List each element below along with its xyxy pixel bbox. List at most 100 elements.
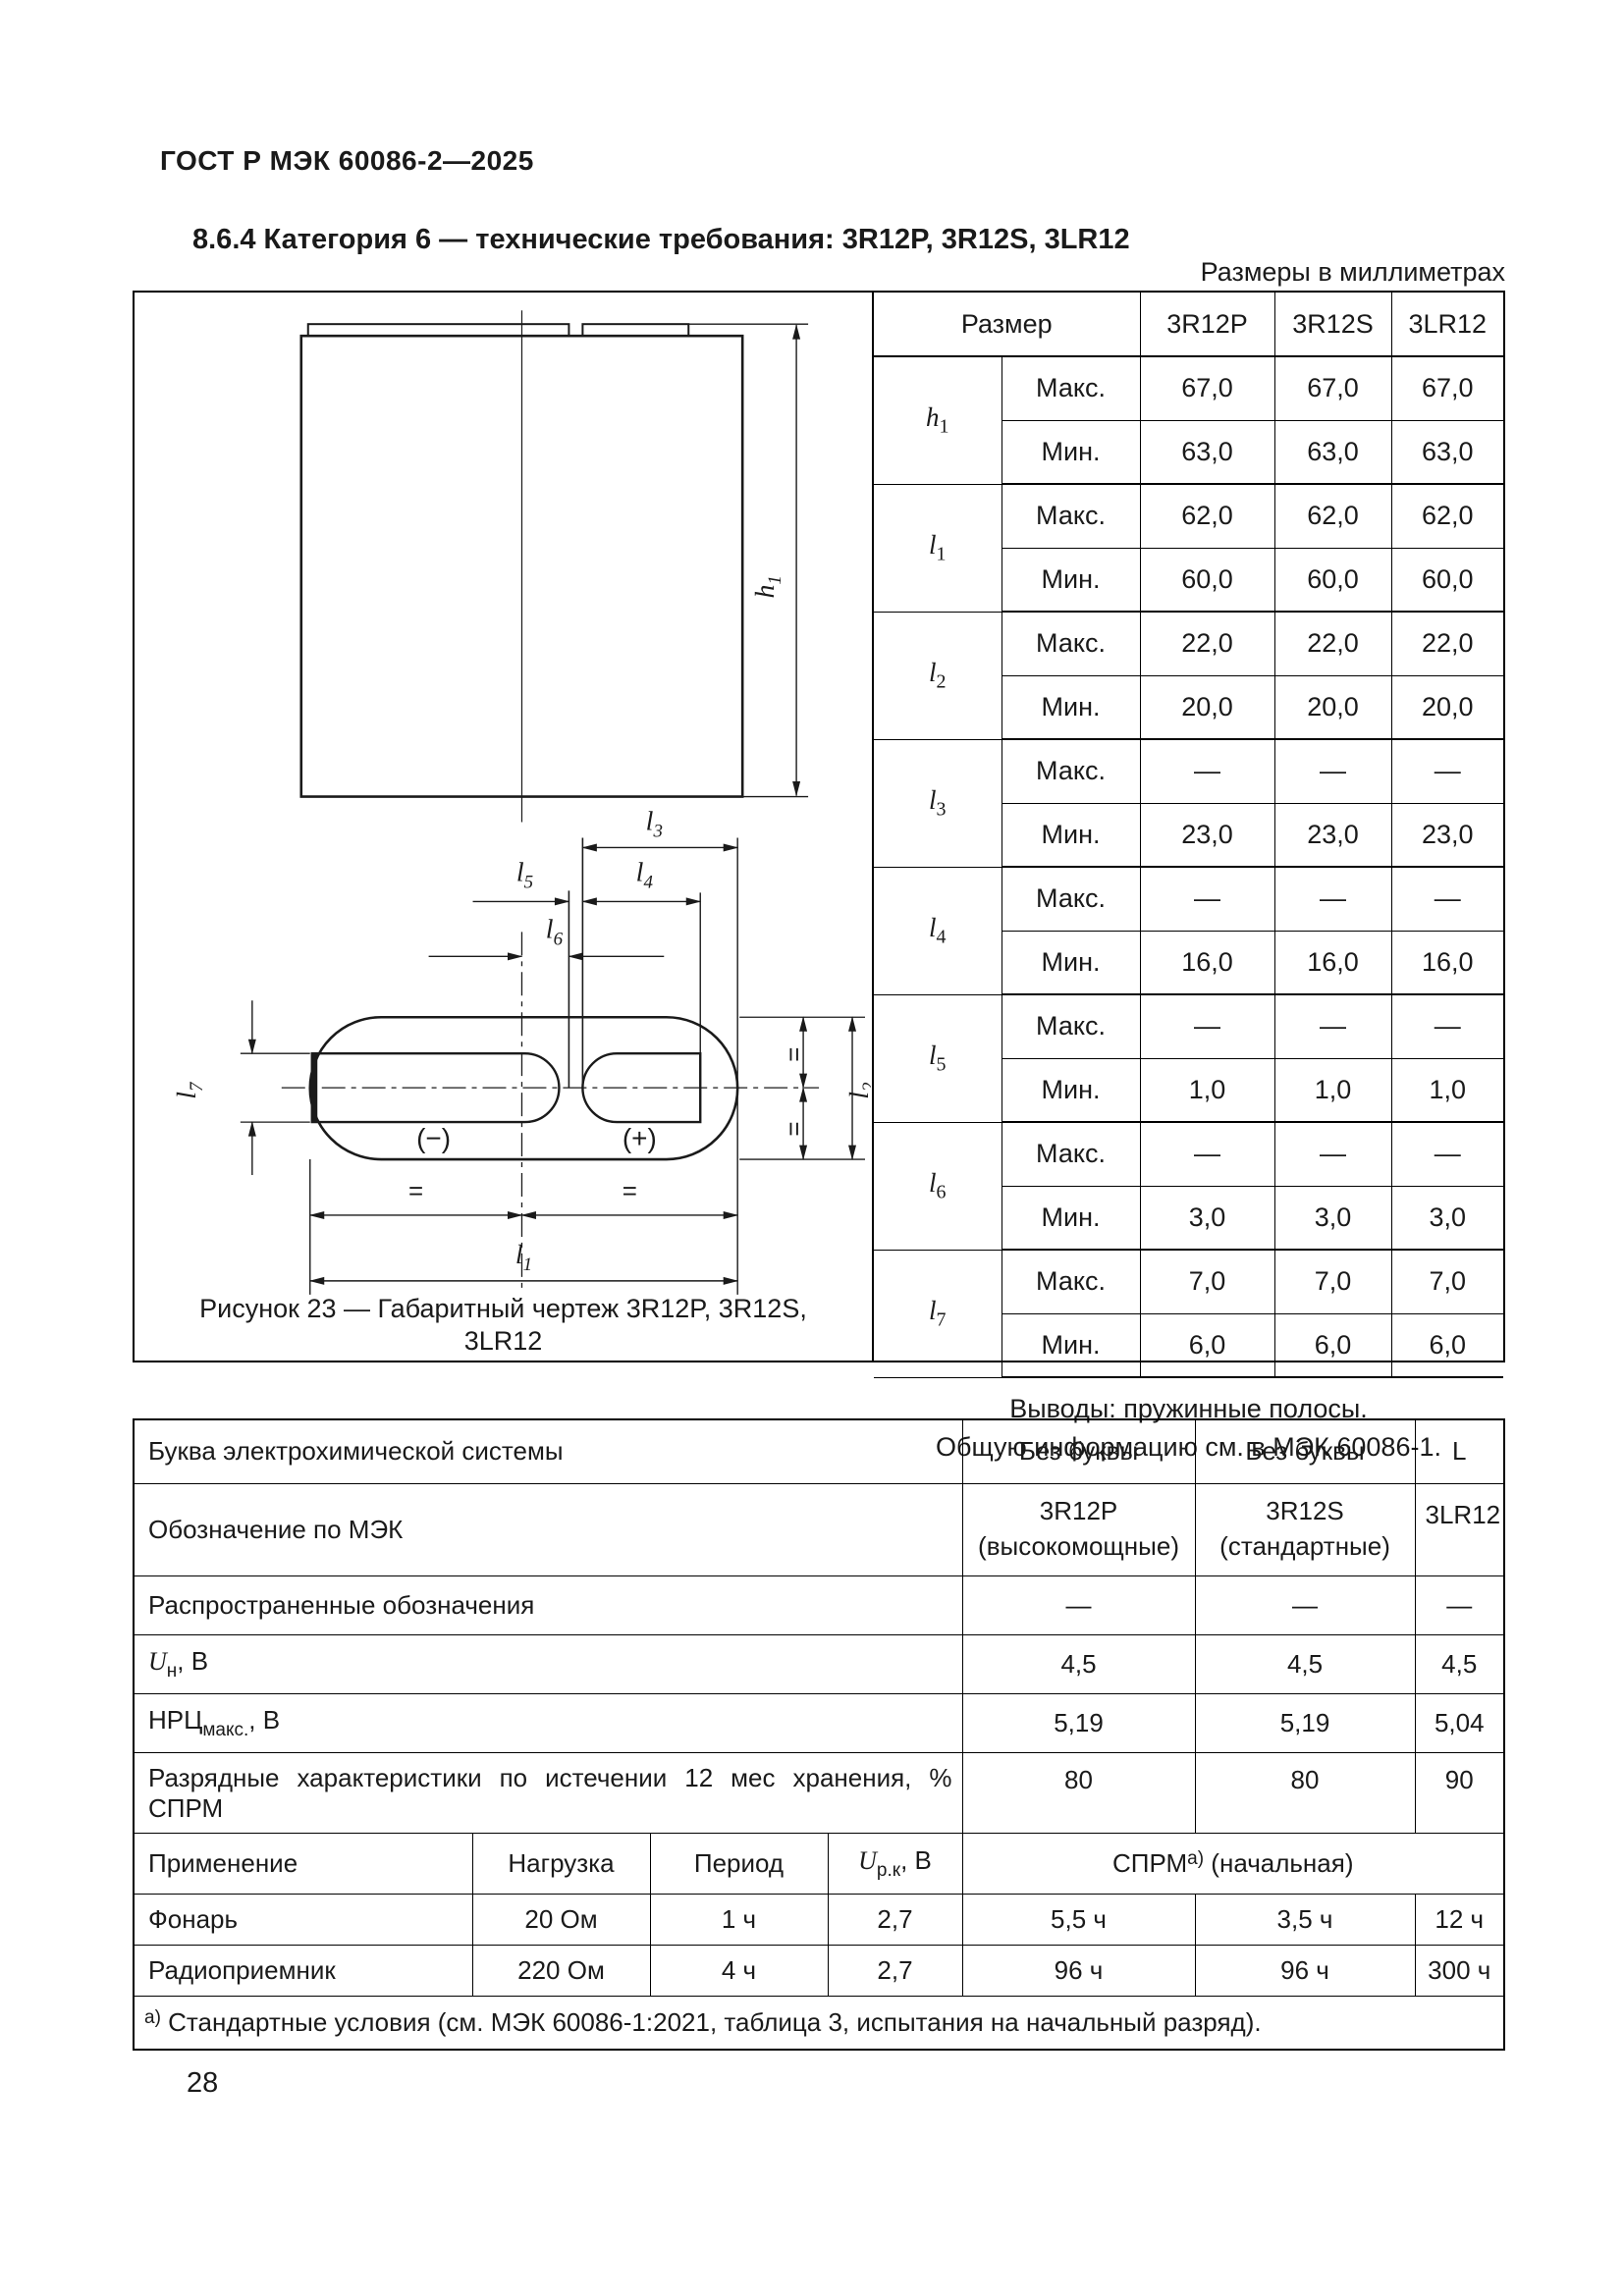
- table-cell: 4 ч: [649, 1944, 829, 1997]
- table-cell: 63,0: [1390, 419, 1503, 485]
- table-cell: 63,0: [1273, 419, 1392, 485]
- table-cell: —: [1390, 738, 1503, 804]
- table-cell: 20 Ом: [471, 1893, 651, 1946]
- table-cell: 60,0: [1273, 547, 1392, 613]
- terminal-plus-contact: [581, 1051, 702, 1124]
- l1-label: l1: [515, 1240, 532, 1275]
- table-cell: 22,0: [1139, 611, 1275, 676]
- table-cell: 3R12S(стандартные): [1194, 1482, 1416, 1576]
- h1-label: h1: [750, 575, 785, 598]
- table-cell: 7,0: [1139, 1249, 1275, 1314]
- table-cell: 3,0: [1390, 1185, 1503, 1251]
- min-label: Мин.: [1001, 1057, 1141, 1123]
- terminal-strip-left-top: [306, 323, 570, 338]
- l4-label: l4: [636, 857, 654, 892]
- table-cell: 67,0: [1390, 355, 1503, 421]
- dim-name-l4: l4: [874, 866, 1002, 995]
- row-label-system-letter: Буква электрохимической системы: [135, 1420, 963, 1484]
- table-cell: 4,5: [1414, 1633, 1503, 1694]
- table-cell: 23,0: [1273, 802, 1392, 868]
- table-cell: 16,0: [1139, 930, 1275, 995]
- column-header-3r12p: 3R12P: [1139, 293, 1275, 357]
- table-cell: 80: [961, 1751, 1196, 1834]
- table-cell: 23,0: [1139, 802, 1275, 868]
- table-cell: 67,0: [1273, 355, 1392, 421]
- table-cell: —: [1273, 1121, 1392, 1187]
- plus-terminal-label: (+): [623, 1123, 657, 1153]
- spec-table: Буква электрохимической системы Без букв…: [135, 1420, 1503, 2049]
- table-cell: 20,0: [1139, 674, 1275, 740]
- table-cell: 12 ч: [1414, 1893, 1503, 1946]
- row-label-discharge: Разрядные характеристики по истечении 12…: [135, 1751, 963, 1834]
- table-cell: 3,0: [1139, 1185, 1275, 1251]
- max-label: Макс.: [1001, 611, 1141, 676]
- max-label: Макс.: [1001, 993, 1141, 1059]
- table-cell: 5,5 ч: [961, 1893, 1196, 1946]
- figure-caption: Рисунок 23 — Габаритный чертеж 3R12P, 3R…: [199, 1294, 807, 1323]
- column-header-application: Применение: [135, 1832, 473, 1895]
- dim-name-l2: l2: [874, 611, 1002, 740]
- dim-name-l6: l6: [874, 1121, 1002, 1251]
- table-cell: 1 ч: [649, 1893, 829, 1946]
- table-cell: 90: [1414, 1751, 1503, 1834]
- table-cell: 3R12P(высокомощные): [961, 1482, 1196, 1576]
- figure-box: h1 l3 l5 l4 l6 l7 l2 l1 (−) (+) = = = = …: [133, 291, 880, 1362]
- column-header-load: Нагрузка: [471, 1832, 651, 1895]
- dim-name-h1: h1: [874, 355, 1002, 485]
- dim-name-l5: l5: [874, 993, 1002, 1123]
- max-label: Макс.: [1001, 866, 1141, 932]
- table-cell: 22,0: [1273, 611, 1392, 676]
- figure-and-dimension-table: h1 l3 l5 l4 l6 l7 l2 l1 (−) (+) = = = = …: [133, 291, 1505, 1462]
- table-cell: 60,0: [1139, 547, 1275, 613]
- max-label: Макс.: [1001, 738, 1141, 804]
- table-cell: 3LR12: [1414, 1482, 1503, 1576]
- table-cell: —: [1390, 866, 1503, 932]
- table-cell: 23,0: [1390, 802, 1503, 868]
- table-cell: 16,0: [1390, 930, 1503, 995]
- table-cell: 6,0: [1390, 1312, 1503, 1378]
- min-label: Мин.: [1001, 419, 1141, 485]
- table-cell: 22,0: [1390, 611, 1503, 676]
- table-cell: 220 Ом: [471, 1944, 651, 1997]
- table-cell: Без буквы: [1194, 1420, 1416, 1484]
- battery-outline-drawing: h1 l3 l5 l4 l6 l7 l2 l1 (−) (+) = = = =: [172, 310, 880, 1295]
- table-cell: L: [1414, 1420, 1503, 1484]
- table-cell: 6,0: [1273, 1312, 1392, 1378]
- table-cell: —: [1390, 1121, 1503, 1187]
- table-cell: —: [1414, 1575, 1503, 1635]
- table-cell: 3,0: [1273, 1185, 1392, 1251]
- row-label-common-designations: Распространенные обозначения: [135, 1575, 963, 1635]
- row-label-ocv: НРЦмакс., В: [135, 1692, 963, 1753]
- max-label: Макс.: [1001, 483, 1141, 549]
- dim-name-l1: l1: [874, 483, 1002, 613]
- dim-name-l7: l7: [874, 1249, 1002, 1378]
- min-label: Мин.: [1001, 674, 1141, 740]
- table-cell: —: [1273, 738, 1392, 804]
- table-cell: 62,0: [1139, 483, 1275, 549]
- max-label: Макс.: [1001, 1249, 1141, 1314]
- terminal-minus-contact: [310, 1051, 561, 1124]
- column-header-sprm: СПРМа) (начальная): [961, 1832, 1503, 1895]
- table-cell: 1,0: [1390, 1057, 1503, 1123]
- table-cell: 2,7: [827, 1893, 963, 1946]
- min-label: Мин.: [1001, 547, 1141, 613]
- column-header-voltage: Uр.к, В: [827, 1832, 963, 1895]
- min-label: Мин.: [1001, 1312, 1141, 1378]
- table-cell: 16,0: [1273, 930, 1392, 995]
- table-cell: 3,5 ч: [1194, 1893, 1416, 1946]
- table-cell: 60,0: [1390, 547, 1503, 613]
- max-label: Макс.: [1001, 1121, 1141, 1187]
- l2-label: l2: [844, 1082, 871, 1099]
- table-cell: —: [961, 1575, 1196, 1635]
- table-cell: 80: [1194, 1751, 1416, 1834]
- app-name: Фонарь: [135, 1893, 473, 1946]
- column-header-period: Период: [649, 1832, 829, 1895]
- table-cell: 20,0: [1390, 674, 1503, 740]
- equal-mark: =: [780, 1122, 809, 1137]
- table-cell: 63,0: [1139, 419, 1275, 485]
- section-title: 8.6.4 Категория 6 — технические требован…: [192, 224, 1130, 255]
- dimension-table: Размер 3R12P 3R12S 3LR12 h1 Макс. 67,0 6…: [874, 293, 1503, 1378]
- l7-label: l7: [172, 1081, 207, 1099]
- equal-mark: =: [780, 1047, 809, 1062]
- table-cell: 96 ч: [961, 1944, 1196, 1997]
